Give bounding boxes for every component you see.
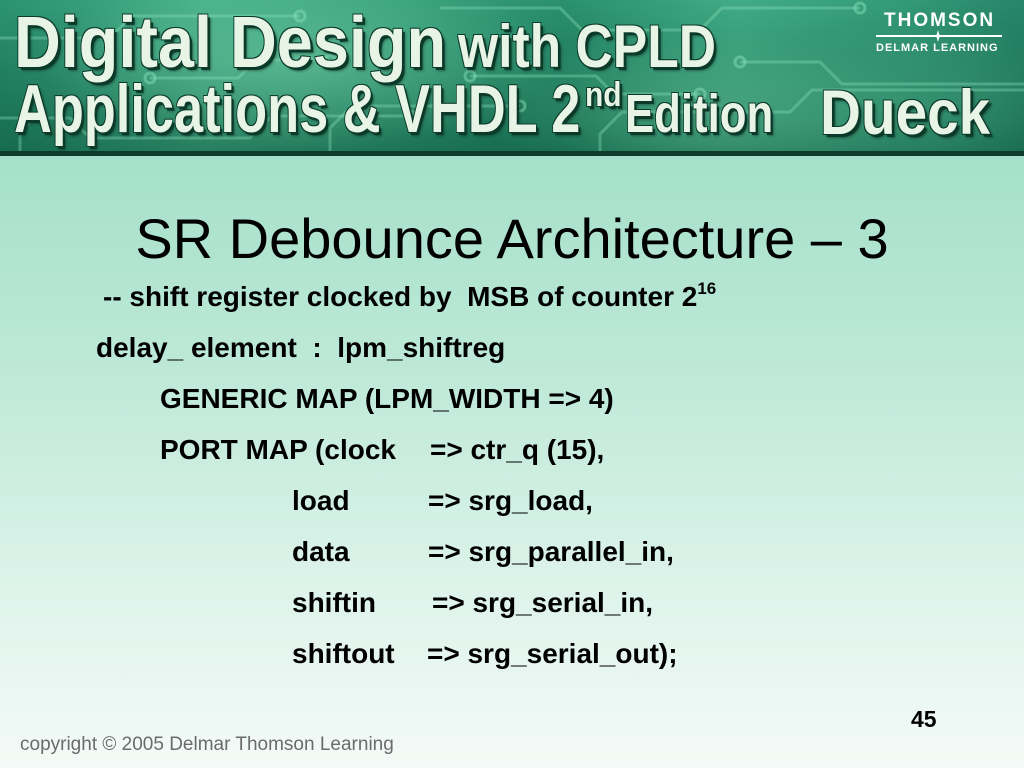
circuit-trace (740, 60, 1024, 86)
code-declaration-row: delay_ element : lpm_shiftreg (0, 332, 1024, 364)
circuit-pads (143, 1, 867, 123)
banner-title-line1: Digital Design (14, 3, 447, 83)
code-port-value: => srg_parallel_in, (428, 536, 674, 567)
circuit-trace (598, 88, 1024, 151)
slide-title: SR Debounce Architecture – 3 (135, 207, 889, 270)
circuit-trace (0, 114, 410, 140)
circuit-trace (440, 6, 860, 32)
banner-title-line2: Applications & VHDL 2 (14, 71, 581, 147)
code-comment-exponent: 16 (697, 279, 717, 298)
circuit-pad (693, 87, 707, 101)
copyright-footer: copyright © 2005 Delmar Thomson Learning (20, 734, 394, 755)
circuit-board-pattern (0, 1, 1024, 151)
code-port-value: => srg_serial_in, (432, 587, 654, 618)
code-port-name: data (292, 536, 350, 567)
circuit-trace (150, 58, 330, 80)
circuit-pad (853, 1, 867, 15)
circuit-trace (470, 74, 700, 96)
code-port-value: => srg_load, (428, 485, 593, 516)
publisher-logo-name: THOMSON (884, 10, 996, 31)
circuit-trace (0, 14, 300, 40)
code-comment-row: -- shift register clocked by MSB of coun… (0, 279, 1024, 313)
circuit-pad (293, 9, 307, 23)
code-port-name: shiftout (292, 638, 395, 669)
code-port-map-label: PORT MAP (clock (160, 434, 396, 465)
circuit-trace (328, 104, 520, 151)
code-port-map-row: PORT MAP (clock => ctr_q (15), (0, 434, 1024, 466)
code-port-name: load (292, 485, 350, 516)
page-number: 45 (911, 706, 937, 732)
code-port-row: load => srg_load, (0, 485, 1024, 517)
code-port-row: shiftin => srg_serial_in, (0, 587, 1024, 619)
code-port-map-value: => ctr_q (15), (430, 434, 605, 465)
code-comment: -- shift register clocked by MSB of coun… (103, 279, 717, 317)
circuit-pad (733, 55, 747, 69)
code-comment-text: -- shift register clocked by MSB of coun… (103, 281, 698, 312)
circuit-trace (18, 110, 42, 151)
circuit-pad (143, 71, 157, 85)
publisher-logo-tagline: DELMAR LEARNING (876, 42, 999, 54)
code-generic-map-row: GENERIC MAP (LPM_WIDTH => 4) (0, 383, 1024, 415)
circuit-pad (323, 53, 337, 67)
code-declaration: delay_ element : lpm_shiftreg (96, 332, 506, 363)
circuit-pad (403, 109, 417, 123)
code-port-row: data => srg_parallel_in, (0, 536, 1024, 568)
banner-edition-superscript: nd (585, 76, 622, 114)
banner-title-line1-suffix: with CPLD (458, 13, 716, 80)
code-port-value: => srg_serial_out); (427, 638, 678, 669)
banner-edition-label: Edition (625, 84, 774, 144)
circuit-pad (513, 99, 527, 113)
code-generic-map: GENERIC MAP (LPM_WIDTH => 4) (160, 383, 614, 414)
book-banner: Digital Design with CPLD Applications & … (0, 0, 1024, 156)
circuit-traces (0, 6, 1024, 151)
circuit-pad (463, 69, 477, 83)
code-port-row: shiftout => srg_serial_out); (0, 638, 1024, 670)
code-port-name: shiftin (292, 587, 376, 618)
banner-author: Dueck (820, 78, 991, 148)
